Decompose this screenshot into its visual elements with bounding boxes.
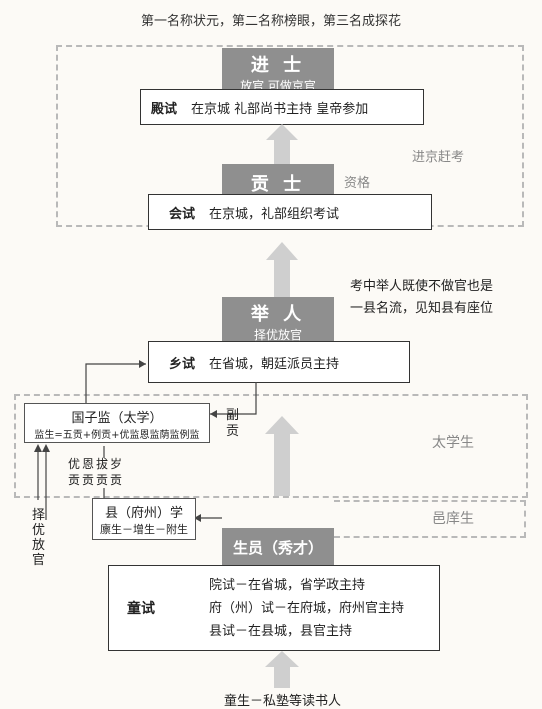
gongshi-side: 资格 <box>344 176 371 191</box>
dianshi-name: 殿试 <box>151 101 178 117</box>
yixiang-frame <box>334 500 526 538</box>
tongshi-name: 童试 <box>127 601 155 617</box>
arrow-shaft-4 <box>274 666 290 688</box>
tongshi-lines: 院试－在省城，省学政主持 府（州）试－在府城，府州官主持 县试－在县城，县官主持 <box>209 574 404 643</box>
gong-types-line2: 贡贡贡贡 <box>68 473 125 487</box>
gongshi-title: 贡 士 <box>250 174 306 195</box>
arrow-head-3 <box>265 416 299 434</box>
jinshi-block: 进 士 放官 可做京官 <box>222 48 334 96</box>
zeyou-text: 择优放官 <box>32 508 46 568</box>
dianshi-desc: 在京城 礼部尚书主持 皇帝参加 <box>191 101 369 117</box>
gongshi-block: 贡 士 <box>222 164 334 198</box>
arrow-head-2 <box>266 242 298 260</box>
huishi-desc: 在京城，礼部组织考试 <box>209 206 340 222</box>
fugong-text: 副贡 <box>226 408 240 439</box>
shengyuan-title: 生员（秀才） <box>232 539 323 557</box>
yixiang-label: 邑庠生 <box>432 511 474 527</box>
tongshi-line-2: 府（州）试－在府城，府州官主持 <box>209 601 405 616</box>
juren-note-line1: 考中举人既使不做官也是 <box>350 279 494 294</box>
taixue-frame <box>14 394 528 498</box>
jinjing-label: 进京赶考 <box>412 150 465 165</box>
juren-block: 举 人 择优放官 <box>222 297 334 343</box>
top-caption: 第一名称状元，第二名称榜眼，第三名成探花 <box>140 14 401 29</box>
xiangshi-box: 乡试 在省城，朝廷派员主持 <box>148 341 410 383</box>
arrow-shaft-3 <box>274 432 290 496</box>
tongshi-line-1: 院试－在省城，省学政主持 <box>209 578 366 593</box>
juren-sub: 择优放官 <box>253 328 302 342</box>
tongshi-box: 童试 院试－在省城，省学政主持 府（州）试－在府城，府州官主持 县试－在县城，县… <box>108 565 440 651</box>
fugong-label: 副贡 <box>226 408 242 440</box>
xianxue-box: 县（府州）学 廪生－增生－附生 <box>92 498 196 540</box>
arrow-head-1 <box>266 124 298 140</box>
xiangshi-desc: 在省城，朝廷派员主持 <box>209 356 340 372</box>
gong-types: 优恩拔岁 贡贡贡贡 <box>68 456 124 488</box>
jinshi-title: 进 士 <box>250 55 306 76</box>
zeyou-label: 择优放官 <box>32 508 46 568</box>
juren-note: 考中举人既使不做官也是 一县名流，见知县有座位 <box>350 276 493 320</box>
xianxue-sub: 廪生－增生－附生 <box>100 523 188 536</box>
juren-title: 举 人 <box>250 304 306 325</box>
dianshi-box: 殿试 在京城 礼部尚书主持 皇帝参加 <box>140 89 424 125</box>
guozijian-title: 国子监（太学） <box>71 411 163 426</box>
arrow-head-4 <box>265 651 299 667</box>
huishi-name: 会试 <box>169 206 196 222</box>
xiangshi-name: 乡试 <box>169 356 196 372</box>
guozijian-sub: 监生=五贡+例贡+优监恩监荫监例监 <box>34 430 200 441</box>
taixue-label: 太学生 <box>432 435 474 451</box>
shengyuan-block: 生员（秀才） <box>222 528 334 566</box>
juren-note-line2: 一县名流，见知县有座位 <box>350 301 494 316</box>
tongsheng-label: 童生－私塾等读书人 <box>224 694 342 709</box>
arrow-shaft-2 <box>274 258 290 298</box>
xianxue-title: 县（府州）学 <box>104 506 183 521</box>
guozijian-box: 国子监（太学） 监生=五贡+例贡+优监恩监荫监例监 <box>24 403 210 443</box>
arrow-shaft-1 <box>274 138 290 164</box>
gong-types-line1: 优恩拔岁 <box>68 457 125 471</box>
tongshi-line-3: 县试－在县城，县官主持 <box>209 624 353 639</box>
huishi-box: 会试 在京城，礼部组织考试 <box>148 194 432 230</box>
